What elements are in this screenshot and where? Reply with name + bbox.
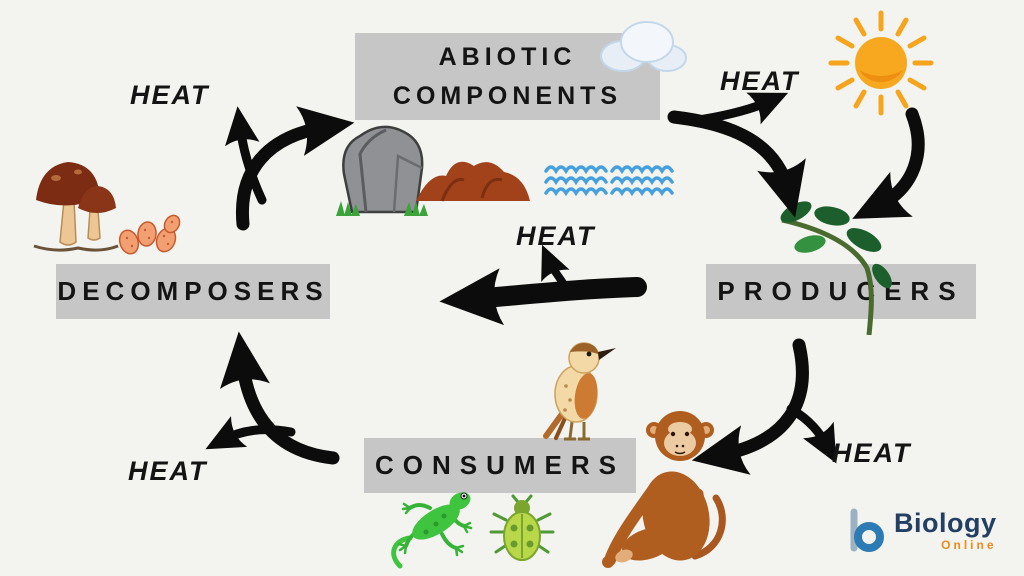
heat-label-bottom-right: HEAT (832, 438, 912, 468)
heat-label-top-left: HEAT (130, 80, 210, 110)
node-producers: PRODUCERS (706, 264, 976, 319)
sun-icon (828, 10, 934, 116)
arrow-abiotic-to-producers (667, 110, 806, 218)
arrow-decomposers-to-abiotic (235, 106, 355, 231)
plant-icon (780, 201, 892, 335)
arrow-producers-to-heat (786, 404, 837, 464)
arrow-middle-to-heat (541, 244, 570, 287)
biology-online-b-icon (850, 508, 884, 552)
arrow-producers-to-consumers (691, 338, 809, 475)
heat-label-center: HEAT (516, 221, 596, 251)
soil-mound-icon (416, 161, 530, 202)
arrow-producers-to-decomposers (439, 268, 647, 326)
abiotic-label-line2: COMPONENTS (392, 81, 623, 110)
monkey-icon (602, 411, 726, 568)
water-waves-icon (544, 165, 674, 197)
node-decomposers: DECOMPOSERS (56, 264, 330, 319)
logo-suffix: Online (941, 537, 997, 552)
logo-text: Biology Online (894, 507, 997, 552)
arrow-consumers-to-heat (205, 416, 296, 450)
abiotic-label-line1: ABIOTIC (438, 42, 577, 71)
logo-name: Biology (894, 507, 997, 538)
mushrooms-icon (33, 162, 119, 252)
heat-label-top-right: HEAT (720, 66, 800, 96)
rock-icon (336, 125, 428, 216)
spore-eggs-icon (118, 214, 181, 255)
biology-online-logo: Biology Online (845, 502, 1015, 558)
arrow-consumers-to-decomposers (220, 331, 340, 465)
beetle-icon (489, 494, 555, 561)
bird-icon (543, 342, 616, 441)
arrow-decomposers-to-heat (225, 106, 267, 205)
node-consumers: CONSUMERS (364, 438, 636, 493)
arrow-abiotic-to-heat (687, 92, 789, 126)
heat-label-bottom-left: HEAT (128, 456, 208, 486)
gecko-icon (391, 492, 473, 569)
cloud-icon (600, 21, 687, 72)
